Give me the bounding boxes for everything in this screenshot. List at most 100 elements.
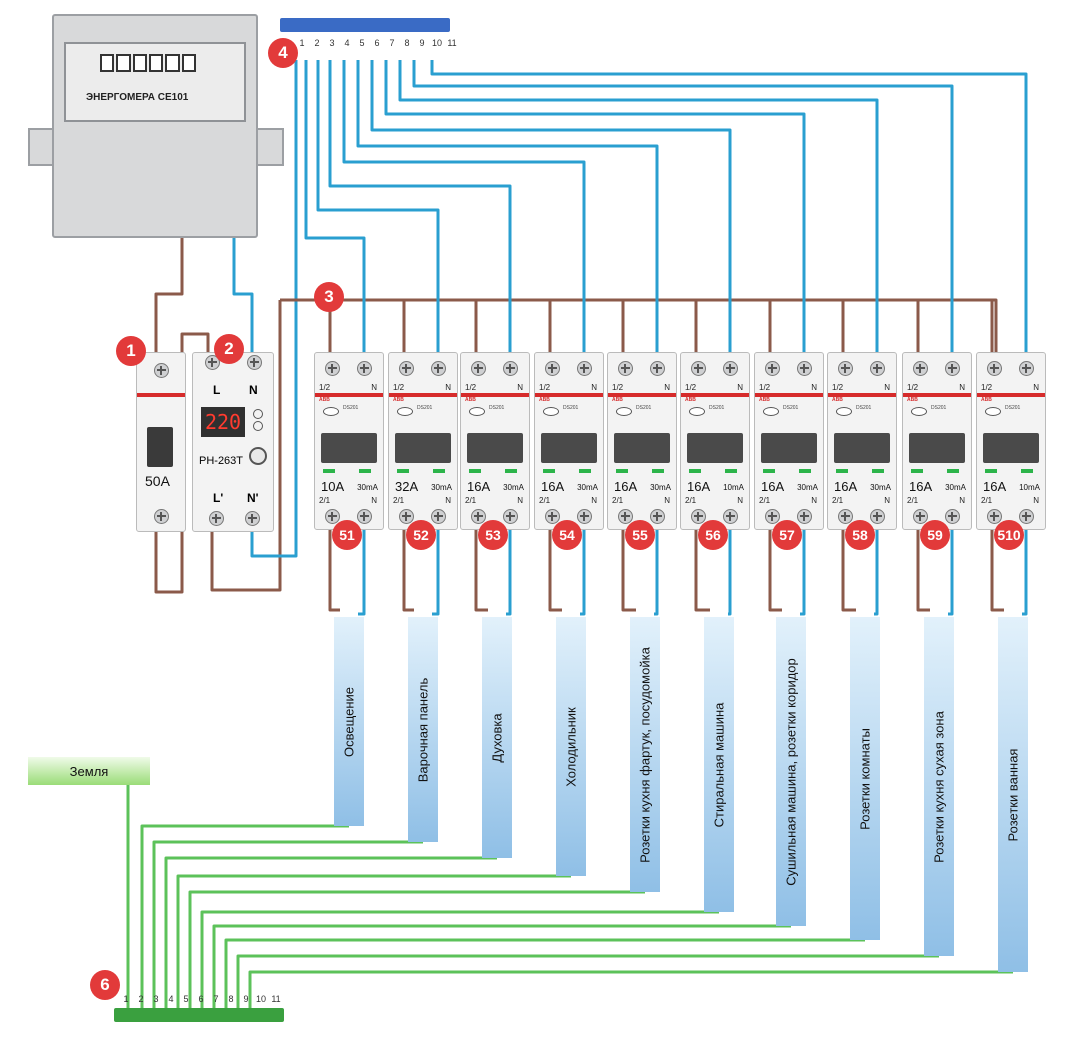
screw-icon (399, 361, 414, 376)
screw-icon (838, 361, 853, 376)
circuit-label-text: Розетки ванная (1005, 748, 1021, 841)
rcd-brand: ABB (465, 397, 476, 403)
neutral-wire (948, 528, 954, 616)
rcd-number: 51 (332, 520, 362, 550)
rcd-leakage: 30mA (577, 483, 598, 492)
marker-4: 4 (268, 38, 298, 68)
status-indicator (911, 469, 923, 473)
rcd-rating: 16A (687, 479, 711, 494)
rcd-brand: ABB (393, 397, 404, 403)
rcd-stripe (903, 393, 971, 397)
terminal-label: N (737, 496, 743, 505)
screw-icon (797, 509, 812, 524)
rcd-leakage: 30mA (650, 483, 671, 492)
screw-icon (691, 361, 706, 376)
ground-wire (164, 856, 497, 1008)
screw-icon (357, 361, 372, 376)
rcd-brand: ABB (759, 397, 770, 403)
circuit-label-text: Розетки кухня фартук, посудомойка (637, 646, 653, 863)
rcd-leakage: 10mA (1019, 483, 1040, 492)
screw-icon (577, 509, 592, 524)
rcd-number: 53 (478, 520, 508, 550)
rcd-levers (761, 433, 817, 463)
terminal-label: N (371, 496, 377, 505)
terminal-label: N (517, 383, 523, 392)
test-button (985, 407, 1001, 416)
rcd-brand: ABB (685, 397, 696, 403)
phase-wire (841, 528, 856, 612)
phase-wire (328, 528, 340, 612)
terminal-label: N (445, 496, 451, 505)
terminal-label: N (591, 383, 597, 392)
rcd-leakage: 30mA (431, 483, 452, 492)
rcd-rating: 16A (467, 479, 491, 494)
screw-icon (1019, 509, 1034, 524)
rcd-levers (395, 433, 451, 463)
rcd-stripe (608, 393, 676, 397)
terminal-label: 1/2 (907, 383, 919, 392)
bus-terminal-number: 2 (138, 994, 144, 1004)
phase-wire (210, 300, 282, 592)
neutral-wire (384, 60, 806, 352)
status-indicator (433, 469, 445, 473)
terminal-label: N (884, 383, 890, 392)
ground-wire (176, 874, 571, 1008)
rcd-levers (541, 433, 597, 463)
terminal-label: 2/1 (685, 496, 697, 505)
ground-bus (114, 1008, 284, 1022)
rcd-levers (687, 433, 743, 463)
rcd-brand: ABB (319, 397, 330, 403)
terminal-label: 2/1 (759, 496, 771, 505)
terminal-label: N (959, 383, 965, 392)
energy-meter: ЭНЕРГОМЕРА СЕ101 (52, 14, 258, 238)
terminal-label: 2/1 (981, 496, 993, 505)
relay-display: 220 (201, 407, 245, 437)
rcd-brand: ABB (981, 397, 992, 403)
screw-icon (503, 509, 518, 524)
screw-icon (325, 509, 340, 524)
circuit-label: Розетки кухня фартук, посудомойка (630, 617, 660, 892)
status-indicator (763, 469, 775, 473)
bus-terminal-number: 10 (255, 994, 266, 1004)
terminal-label: N (811, 496, 817, 505)
phase-wire (474, 528, 488, 612)
rcd-levers (909, 433, 965, 463)
circuit-label-text: Стиральная машина (711, 702, 727, 827)
rcd-rating: 16A (834, 479, 858, 494)
rcd-stripe (828, 393, 896, 397)
status-indicator (616, 469, 628, 473)
rcd-rating: 10A (321, 479, 345, 494)
relay-model: РН-263Т (199, 455, 244, 467)
rcd-levers (321, 433, 377, 463)
bus-terminal-number: 6 (198, 994, 204, 1004)
meter-counter (100, 54, 196, 72)
relay-knob (249, 447, 267, 465)
terminal-label: 1/2 (832, 383, 844, 392)
screw-icon (945, 361, 960, 376)
screw-icon (797, 361, 812, 376)
screw-icon (618, 509, 633, 524)
screw-icon (471, 509, 486, 524)
neutral-bus (280, 18, 450, 32)
terminal-label: N (371, 383, 377, 392)
circuit-label: Освещение (334, 617, 364, 826)
test-button (689, 407, 705, 416)
terminal-label: N (884, 496, 890, 505)
ground-wire (248, 970, 1013, 1008)
rcd-stripe (389, 393, 457, 397)
neutral-wire (232, 234, 254, 352)
relay-indicator (253, 421, 263, 431)
bus-terminal-number: 4 (344, 38, 350, 48)
rcd-model: DS201 (856, 405, 872, 411)
neutral-wire (370, 60, 732, 352)
rcd-model: DS201 (563, 405, 579, 411)
bus-terminal-number: 5 (359, 38, 365, 48)
rcd-model: DS201 (417, 405, 433, 411)
ground-wire (236, 954, 939, 1008)
meter-face: ЭНЕРГОМЕРА СЕ101 (64, 42, 246, 122)
terminal-label: N (1033, 496, 1039, 505)
ground-wire (140, 824, 349, 1008)
terminal-label: N (737, 383, 743, 392)
